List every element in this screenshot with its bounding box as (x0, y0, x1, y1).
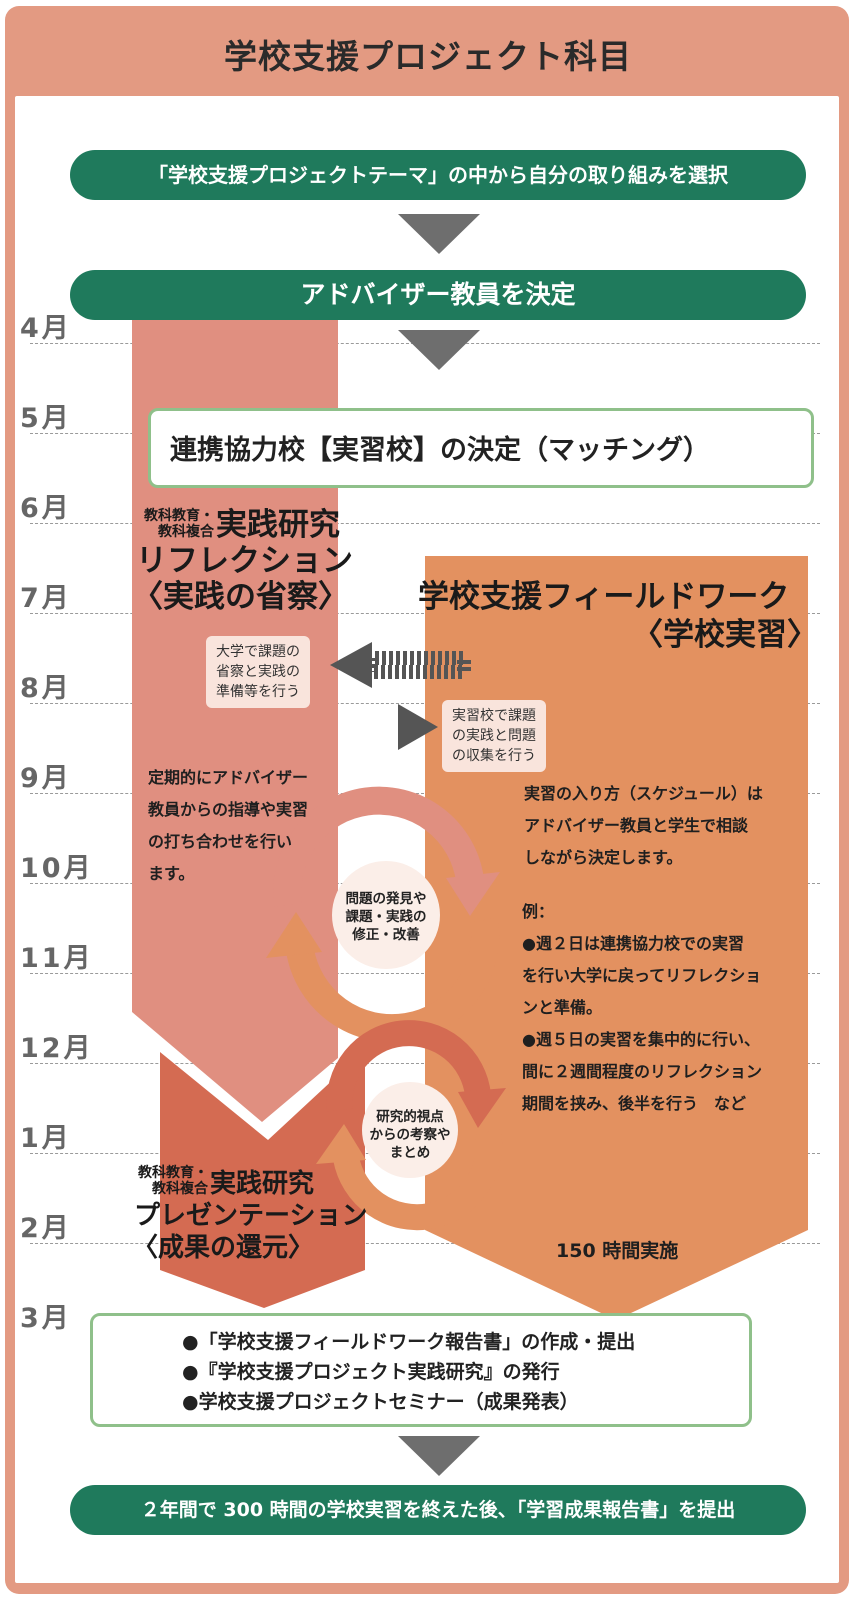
cycle-arrows-icon (316, 1020, 506, 1231)
month-label: 11月 (20, 943, 94, 974)
cycle-improve-label: 問題の発見や 課題・実践の 修正・改善 (345, 891, 427, 943)
month-label: 12月 (20, 1033, 94, 1064)
down-arrow-icon (398, 214, 480, 254)
presentation-title: 実践研究 (210, 1169, 315, 1199)
matching-text: 連携協力校【実習校】の決定（マッチング） (170, 435, 710, 466)
final-report-step: ２年間で 300 時間の学校実習を終えた後、「学習成果報告書」を提出 (70, 1485, 806, 1535)
month-label: 2月 (20, 1213, 72, 1244)
reflection-title: リフレクション (136, 543, 353, 579)
reflection-subtitle: 〈実践の省察〉 (132, 579, 349, 615)
presentation-arrow (160, 1050, 365, 1308)
deliverable-item: ●「学校支援フィールドワーク報告書」の作成・提出 (182, 1331, 636, 1353)
university-note: 大学で課題の 省察と実践の 準備等を行う (206, 636, 310, 708)
month-label: 7月 (20, 583, 72, 614)
month-label: 5月 (20, 403, 72, 434)
month-label: 10月 (20, 853, 94, 884)
select-theme-step: 「学校支援プロジェクトテーマ」の中から自分の取り組みを選択 (70, 150, 806, 200)
dotted-arrow-left-icon (330, 642, 471, 688)
deliverables-box (90, 1313, 752, 1427)
dotted-arrow-right-icon (398, 704, 438, 750)
matching-box (148, 408, 814, 488)
month-label: 8月 (20, 673, 72, 704)
schedule-text: 実習の入り方（スケジュール）は アドバイザー教員と学生で相談 しながら決定します… (524, 784, 763, 867)
month-divider (30, 1243, 820, 1244)
deliverable-item: ●『学校支援プロジェクト実践研究』の発行 (182, 1361, 560, 1383)
example-text: 例： ●週２日は連携協力校での実習 を行い大学に戻ってリフレクショ ンと準備。 … (522, 902, 763, 1113)
presentation-category: 教科教育・ (138, 1165, 208, 1181)
month-label: 1月 (20, 1123, 72, 1154)
presentation-title: プレゼンテーション (134, 1201, 368, 1231)
advisor-step: アドバイザー教員を決定 (70, 270, 806, 320)
month-label: 9月 (20, 763, 72, 794)
reflection-category: 教科教育・ (144, 508, 214, 524)
cycle-summary-label: 研究的視点 からの考察や まとめ (369, 1109, 451, 1161)
presentation-subtitle: 〈成果の還元〉 (132, 1233, 315, 1263)
down-arrow-icon (398, 330, 480, 370)
fieldwork-title: 学校支援フィールドワーク (418, 579, 790, 615)
school-note: 実習校で課題 の実践と問題 の収集を行う (442, 700, 546, 772)
fieldwork-subtitle: 〈学校実習〉 (632, 617, 818, 653)
reflection-title: 実践研究 (216, 507, 340, 543)
hours-label: 150 時間実施 (556, 1240, 679, 1262)
page-title: 学校支援プロジェクト科目 (224, 37, 632, 76)
reflection-category: 教科複合 (158, 524, 214, 540)
down-arrow-icon (398, 1436, 480, 1476)
reflection-band (132, 320, 338, 1122)
month-label: 3月 (20, 1303, 72, 1334)
deliverable-item: ●学校支援プロジェクトセミナー（成果発表） (182, 1391, 579, 1413)
advisor-guidance-text: 定期的にアドバイザー 教員からの指導や実習 の打ち合わせを行い ます。 (148, 768, 309, 883)
month-label: 6月 (20, 493, 72, 524)
month-label: 4月 (20, 313, 72, 344)
month-divider (30, 523, 820, 524)
presentation-category: 教科複合 (152, 1181, 208, 1197)
